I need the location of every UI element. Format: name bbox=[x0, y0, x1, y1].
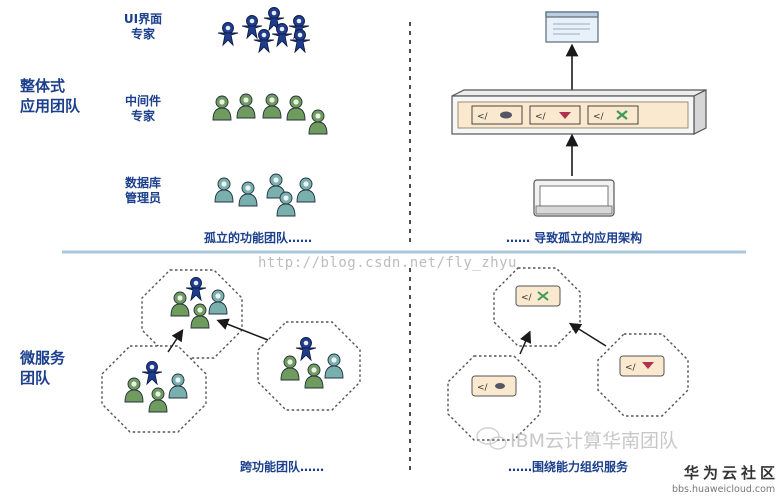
arrow-right-team-to-top bbox=[216, 318, 269, 341]
svg-text:</: </ bbox=[521, 293, 533, 303]
monolith-team-label: 整体式 应用团队 bbox=[20, 77, 81, 115]
brand-name: 华为云社区 bbox=[684, 464, 780, 482]
team-octagon-left bbox=[101, 345, 207, 433]
arrow-service-left-to-top bbox=[519, 330, 532, 355]
svg-text:</: </ bbox=[535, 112, 547, 122]
database-server-icon bbox=[533, 179, 615, 217]
capability-services-caption: ……围绕能力组织服务 bbox=[508, 460, 629, 474]
arrow-left-team-to-top bbox=[167, 329, 184, 353]
dba-label: 数据库 管理员 bbox=[124, 176, 161, 205]
ui-expert-label: UI界面 专家 bbox=[123, 12, 163, 41]
monolith-app-box: </ </ </ bbox=[451, 89, 707, 135]
team-octagon-top bbox=[141, 269, 243, 359]
dba-team bbox=[214, 173, 316, 217]
service-octagon-left: </ bbox=[447, 355, 541, 441]
ui-expert-team bbox=[217, 7, 311, 53]
service-octagon-top: </ bbox=[493, 267, 581, 347]
svg-text:</: </ bbox=[477, 112, 489, 122]
service-octagon-right: </ bbox=[597, 333, 689, 417]
ui-window-icon bbox=[545, 11, 599, 43]
arrow-service-right-to-top bbox=[568, 322, 607, 347]
svg-text:</: </ bbox=[593, 112, 605, 122]
wechat-icon bbox=[476, 427, 507, 450]
brand-url: bbs.huaweicloud.com bbox=[672, 484, 776, 495]
isolated-architecture-caption: …… 导致孤立的应用架构 bbox=[506, 231, 643, 245]
svg-text:</: </ bbox=[625, 363, 637, 373]
cross-functional-caption: 跨功能团队…… bbox=[240, 460, 325, 474]
svg-text:</: </ bbox=[477, 383, 489, 393]
blog-watermark: http://blog.csdn.net/fly_zhyu bbox=[258, 255, 517, 271]
team-octagon-right bbox=[257, 321, 361, 411]
middleware-expert-label: 中间件 专家 bbox=[124, 94, 161, 123]
isolated-teams-caption: 孤立的功能团队…… bbox=[204, 231, 313, 245]
middleware-expert-team bbox=[212, 93, 328, 135]
ibm-watermark: IBM云计算华南团队 bbox=[510, 430, 679, 452]
microservice-team-label: 微服务 团队 bbox=[20, 349, 66, 387]
